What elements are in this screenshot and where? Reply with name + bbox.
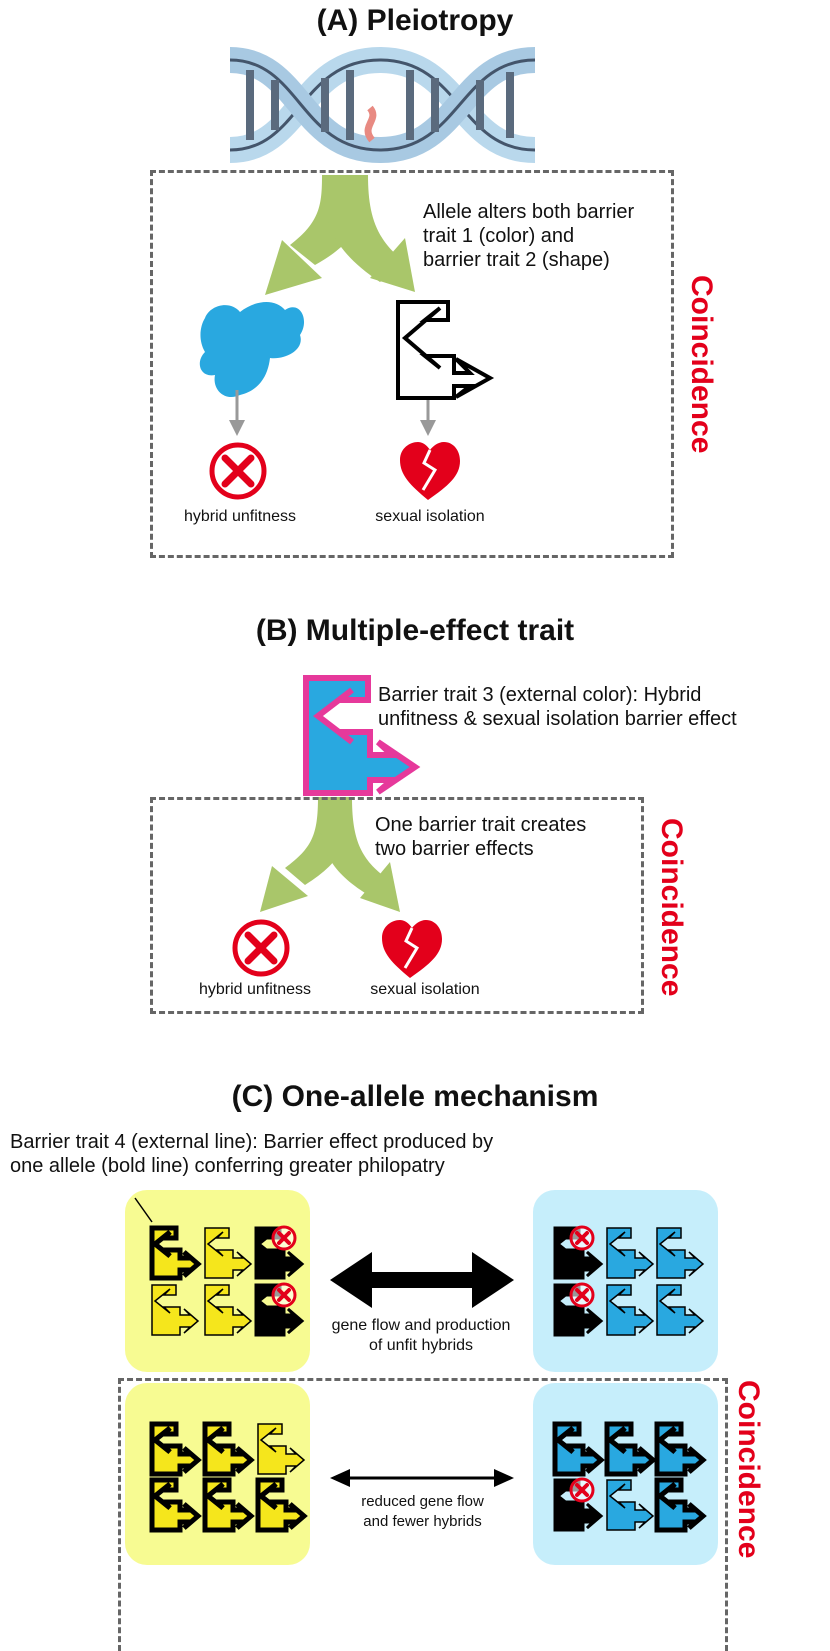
- blue-population-top: [553, 1225, 704, 1337]
- panel-a-description: Allele alters both barrier trait 1 (colo…: [423, 201, 635, 271]
- split-arrow-a: [265, 175, 415, 295]
- panel-c-coincidence-box: [118, 1378, 728, 1651]
- panel-c-trait-description: Barrier trait 4 (external line): Barrier…: [10, 1131, 494, 1177]
- panel-a-title: (A) Pleiotropy: [316, 4, 514, 37]
- panel-c-title: (C) One-allele mechanism: [231, 1080, 599, 1113]
- hybrid-unfitness-icon-a: [209, 442, 267, 500]
- gene-flow-double-arrow: [330, 1252, 514, 1308]
- panel-b-description: One barrier trait creates two barrier ef…: [375, 814, 587, 860]
- panel-b-coincidence-box: [150, 797, 644, 1014]
- panel-a-label-hybrid-unfitness: hybrid unfitness: [183, 508, 297, 525]
- pointer-line: [134, 1197, 153, 1223]
- yellow-population-top: [152, 1225, 304, 1337]
- population-box-blue-top: [533, 1190, 718, 1372]
- panel-b-label-sexual-isolation: sexual isolation: [370, 981, 480, 998]
- broken-heart-icon-a: [400, 442, 460, 500]
- yellow-population-bottom: [152, 1424, 304, 1530]
- external-color-trait-icon: [303, 675, 421, 796]
- panel-a-label-sexual-isolation: sexual isolation: [375, 508, 485, 525]
- shape-trait-icon: [396, 300, 495, 400]
- panel-b-label-hybrid-unfitness: hybrid unfitness: [198, 981, 312, 998]
- panel-b-trait-description: Barrier trait 3 (external color): Hybrid…: [378, 684, 737, 730]
- broken-heart-icon-b: [382, 920, 442, 978]
- blue-population-bottom: [555, 1424, 703, 1530]
- reduced-gene-flow-label: reduced gene flow and fewer hybrids: [361, 1493, 484, 1530]
- population-box-yellow-top: [125, 1190, 310, 1372]
- panel-b-title: (B) Multiple-effect trait: [255, 614, 575, 647]
- color-trait-blob: [199, 301, 305, 398]
- reduced-gene-flow-double-arrow: [330, 1469, 514, 1487]
- gene-flow-label: gene flow and production of unfit hybrid…: [331, 1317, 511, 1354]
- hybrid-unfitness-icon-b: [232, 919, 290, 977]
- split-arrow-b: [260, 797, 400, 912]
- panel-a-coincidence-box: [150, 170, 674, 558]
